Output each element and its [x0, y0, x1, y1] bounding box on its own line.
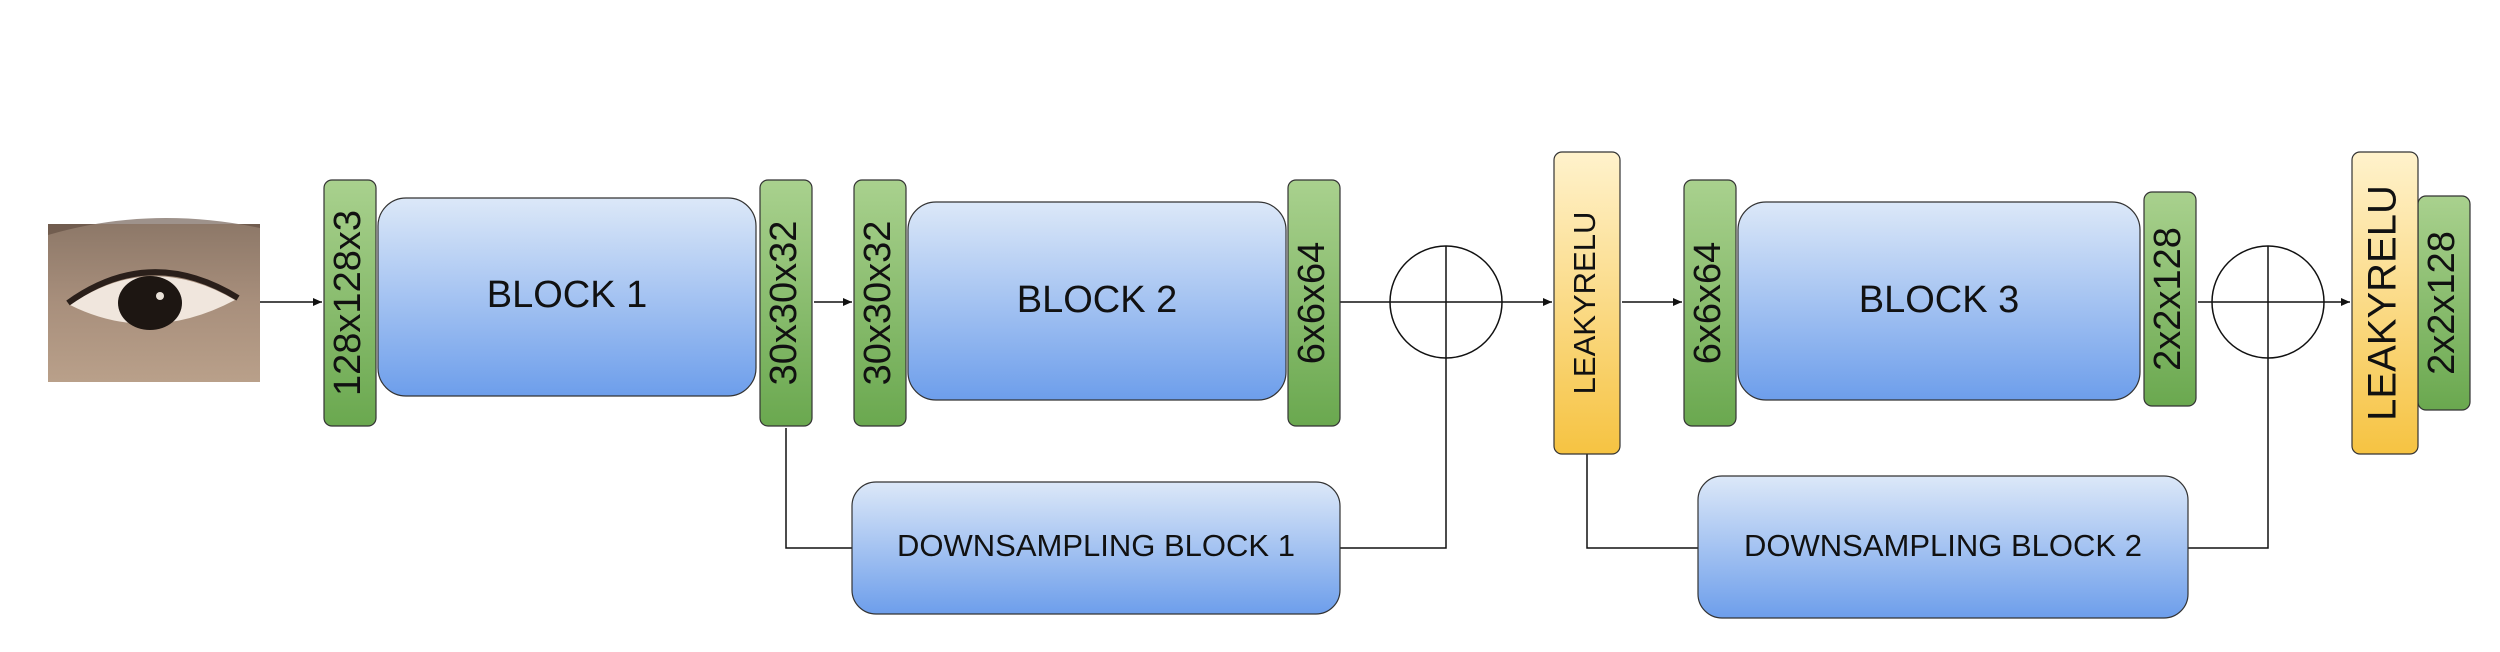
add-node-1 [1389, 245, 1503, 359]
svg-text:2x2x128: 2x2x128 [2147, 227, 2189, 371]
leakyrelu-box-2: LEAKYRELU [2351, 151, 2419, 455]
skip-line-2-in [1586, 454, 1698, 549]
block-3: BLOCK 3 [1737, 201, 2141, 401]
tensor-box-5: 6x6x64 [1683, 179, 1737, 427]
skip-line-1-in [785, 428, 852, 549]
tensor-box-3: 30x30x32 [853, 179, 907, 427]
skip-line-2-out [2188, 358, 2269, 549]
svg-text:BLOCK 3: BLOCK 3 [1859, 279, 2020, 321]
svg-text:BLOCK 1: BLOCK 1 [487, 274, 648, 316]
svg-text:DOWNSAMPLING BLOCK 2: DOWNSAMPLING BLOCK 2 [1744, 528, 2142, 563]
svg-text:LEAKYRELU: LEAKYRELU [1567, 212, 1602, 395]
svg-text:DOWNSAMPLING BLOCK 1: DOWNSAMPLING BLOCK 1 [897, 528, 1295, 563]
connectors [260, 298, 2350, 549]
block-2: BLOCK 2 [907, 201, 1287, 401]
svg-text:6x6x64: 6x6x64 [1291, 242, 1333, 365]
downsampling-block-2: DOWNSAMPLING BLOCK 2 [1697, 475, 2189, 619]
svg-text:6x6x64: 6x6x64 [1687, 242, 1729, 365]
skip-line-1-out [1340, 358, 1447, 549]
tensor-box-4: 6x6x64 [1287, 179, 1341, 427]
input-eye-image [48, 218, 260, 382]
tensor-box-1: 128x128x3 [323, 179, 377, 427]
tensor-box-7: 2x2x128 [2417, 195, 2471, 411]
svg-text:30x30x32: 30x30x32 [857, 221, 899, 386]
block-1: BLOCK 1 [377, 197, 757, 397]
svg-text:128x128x3: 128x128x3 [327, 210, 369, 396]
tensor-box-6: 2x2x128 [2143, 191, 2197, 407]
tensor-box-2: 30x30x32 [759, 179, 813, 427]
svg-text:30x30x32: 30x30x32 [763, 221, 805, 386]
svg-text:2x2x128: 2x2x128 [2421, 231, 2463, 375]
add-node-2 [2211, 245, 2325, 359]
leakyrelu-box-1: LEAKYRELU [1553, 151, 1621, 455]
downsampling-block-1: DOWNSAMPLING BLOCK 1 [851, 481, 1341, 615]
svg-text:LEAKYRELU: LEAKYRELU [2361, 185, 2405, 421]
svg-text:BLOCK 2: BLOCK 2 [1017, 279, 1178, 321]
